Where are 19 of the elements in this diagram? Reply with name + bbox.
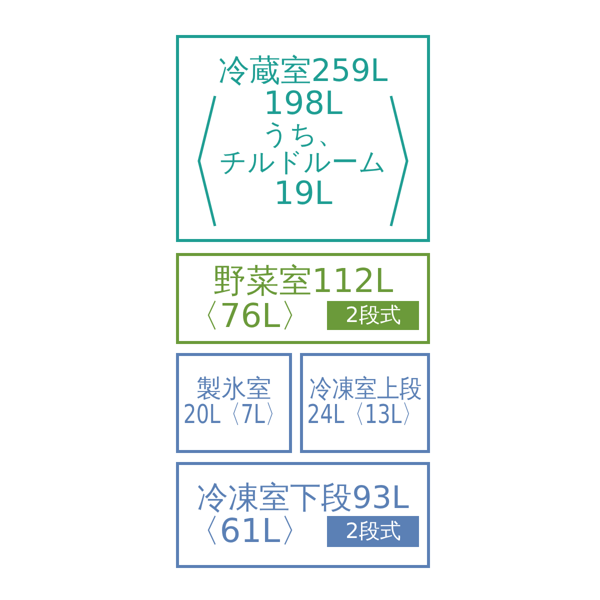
- capacity-label: 〈61L〉: [186, 514, 314, 548]
- compartment-box: [300, 353, 430, 453]
- compartment-label: 冷凍室上段: [308, 376, 422, 402]
- compartment-box: [176, 353, 292, 453]
- tier-tag: 2段式: [327, 516, 420, 547]
- compartment-box: [176, 462, 430, 568]
- capacity-note: うち、チルドルーム: [219, 120, 387, 177]
- capacity-label: 20L〈7L〉: [183, 402, 285, 430]
- capacity-label: 24L〈13L〉: [308, 402, 422, 430]
- compartment-label: 冷蔵室259L: [218, 55, 388, 88]
- compartment-label: 冷凍室下段93L: [197, 482, 409, 514]
- capacity-label: 19L: [274, 176, 332, 210]
- capacity-label: 198L: [264, 87, 342, 121]
- compartment-box: [176, 35, 430, 242]
- capacity-label: 〈76L〉: [186, 298, 314, 333]
- tier-tag: 2段式: [327, 301, 420, 330]
- compartment-label: 野菜室112L: [212, 264, 394, 298]
- compartment-box: [176, 253, 430, 344]
- compartment-label: 製氷室: [196, 376, 272, 402]
